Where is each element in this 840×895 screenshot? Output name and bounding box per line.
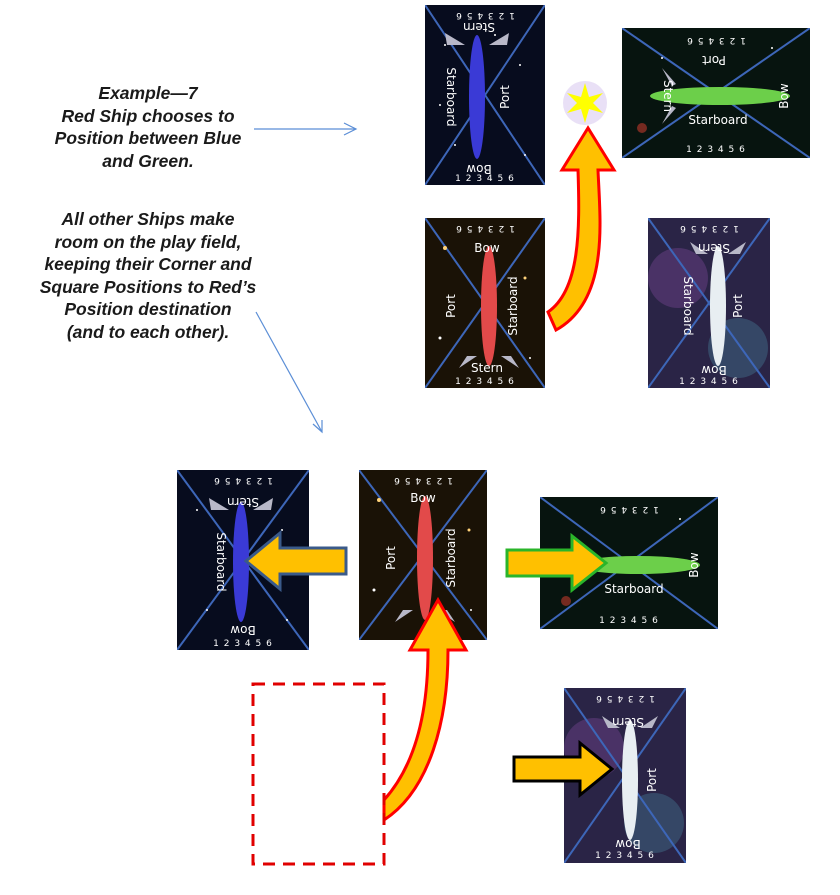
bottom-numbers: 1 2 3 4 5 6 xyxy=(213,639,273,649)
description-line: room on the play field, xyxy=(54,231,242,252)
starboard-label: Starboard xyxy=(444,67,458,126)
bow-label: Bow xyxy=(701,363,727,377)
caption-title: Example—7 xyxy=(98,83,198,103)
ship-hull xyxy=(233,502,249,622)
description-line: Position destination xyxy=(64,299,232,319)
ship-hull xyxy=(469,35,485,159)
description-line: All other Ships make xyxy=(61,209,235,229)
blue-ship-card-new-position: Stern Bow Starboard 1 2 3 4 5 6 1 2 3 4 … xyxy=(177,470,309,650)
red-ship-card: Bow Stern Port Starboard 1 2 3 4 5 6 1 2… xyxy=(425,218,545,388)
bottom-numbers: 1 2 3 4 5 6 xyxy=(679,377,739,387)
ship-hull xyxy=(710,246,726,366)
top-numbers: 1 2 3 4 5 6 xyxy=(686,35,746,45)
bow-label: Bow xyxy=(777,83,791,109)
port-label: Port xyxy=(731,294,745,318)
example-description: All other Ships make room on the play fi… xyxy=(20,208,276,343)
starboard-label: Starboard xyxy=(214,532,228,591)
ship-hull xyxy=(622,720,638,840)
stern-label: Stern xyxy=(698,241,730,255)
port-label: Port xyxy=(384,546,398,570)
stern-label: Stern xyxy=(661,80,675,112)
red-move-arrow-top xyxy=(546,125,617,333)
ship-hull xyxy=(650,87,790,105)
stern-label: Stern xyxy=(227,495,259,509)
bottom-numbers: 1 2 3 4 5 6 xyxy=(595,851,655,861)
top-numbers: 1 2 3 4 5 6 xyxy=(595,693,655,703)
starboard-label: Starboard xyxy=(506,276,520,335)
bottom-numbers: 1 2 3 4 5 6 xyxy=(455,174,515,184)
bow-label: Bow xyxy=(410,491,436,505)
description-line: Square Positions to Red’s xyxy=(39,276,257,297)
description-line: keeping their Corner and xyxy=(44,254,252,274)
white-ship-card-new-position: Stern Bow Port 1 2 3 4 5 6 1 2 3 4 5 6 xyxy=(564,688,686,863)
top-numbers: 1 2 3 4 5 6 xyxy=(393,475,453,485)
bow-label: Bow xyxy=(687,552,701,578)
top-numbers: 1 2 3 4 5 6 xyxy=(455,10,515,20)
collision-star-icon xyxy=(563,81,607,125)
top-numbers: 1 2 3 4 5 6 xyxy=(599,504,659,514)
port-label: Port xyxy=(498,85,512,109)
top-numbers: 1 2 3 4 5 6 xyxy=(213,475,273,485)
caption-line: Red Ship chooses to xyxy=(61,105,235,126)
port-label: Port xyxy=(702,53,726,67)
ship-hull xyxy=(481,246,497,366)
ship-hull xyxy=(576,556,700,574)
top-numbers: 1 2 3 4 5 6 xyxy=(455,223,515,233)
starboard-label: Starboard xyxy=(604,582,663,596)
stern-label: Stern xyxy=(471,361,503,375)
red-ship-card-new-position: Bow Port Starboard 1 2 3 4 5 6 xyxy=(359,470,487,640)
ship-hull xyxy=(417,496,433,620)
dashed-empty-slot-icon xyxy=(251,682,386,866)
bow-label: Bow xyxy=(230,623,256,637)
starboard-label: Starboard xyxy=(688,113,747,127)
green-ship-card-new-position: Starboard Bow 1 2 3 4 5 6 1 2 3 4 5 6 xyxy=(540,497,718,629)
stern-label: Stern xyxy=(463,20,495,34)
stern-label: Stern xyxy=(612,715,644,729)
port-label: Port xyxy=(645,768,659,792)
port-label: Port xyxy=(444,294,458,318)
description-line: (and to each other). xyxy=(66,321,230,342)
bottom-numbers: 1 2 3 4 5 6 xyxy=(599,616,659,626)
white-ship-card: Stern Bow Starboard Port 1 2 3 4 5 6 1 2… xyxy=(648,218,770,388)
starboard-label: Starboard xyxy=(681,276,695,335)
caption-line: and Green. xyxy=(102,150,194,171)
bow-label: Bow xyxy=(466,162,492,176)
green-ship-card: Port Starboard Stern Bow 1 2 3 4 5 6 1 2… xyxy=(622,28,810,158)
top-numbers: 1 2 3 4 5 6 xyxy=(679,223,739,233)
caption-line: Position between Blue xyxy=(54,128,242,148)
blue-ship-card: Stern Bow Starboard Port 1 2 3 4 5 6 1 2… xyxy=(425,5,545,185)
bow-label: Bow xyxy=(474,241,500,255)
bottom-numbers: 1 2 3 4 5 6 xyxy=(455,377,515,387)
bow-label: Bow xyxy=(615,837,641,851)
starboard-label: Starboard xyxy=(444,528,458,587)
bottom-numbers: 1 2 3 4 5 6 xyxy=(686,145,746,155)
example-caption: Example—7 Red Ship chooses to Position b… xyxy=(20,82,276,172)
